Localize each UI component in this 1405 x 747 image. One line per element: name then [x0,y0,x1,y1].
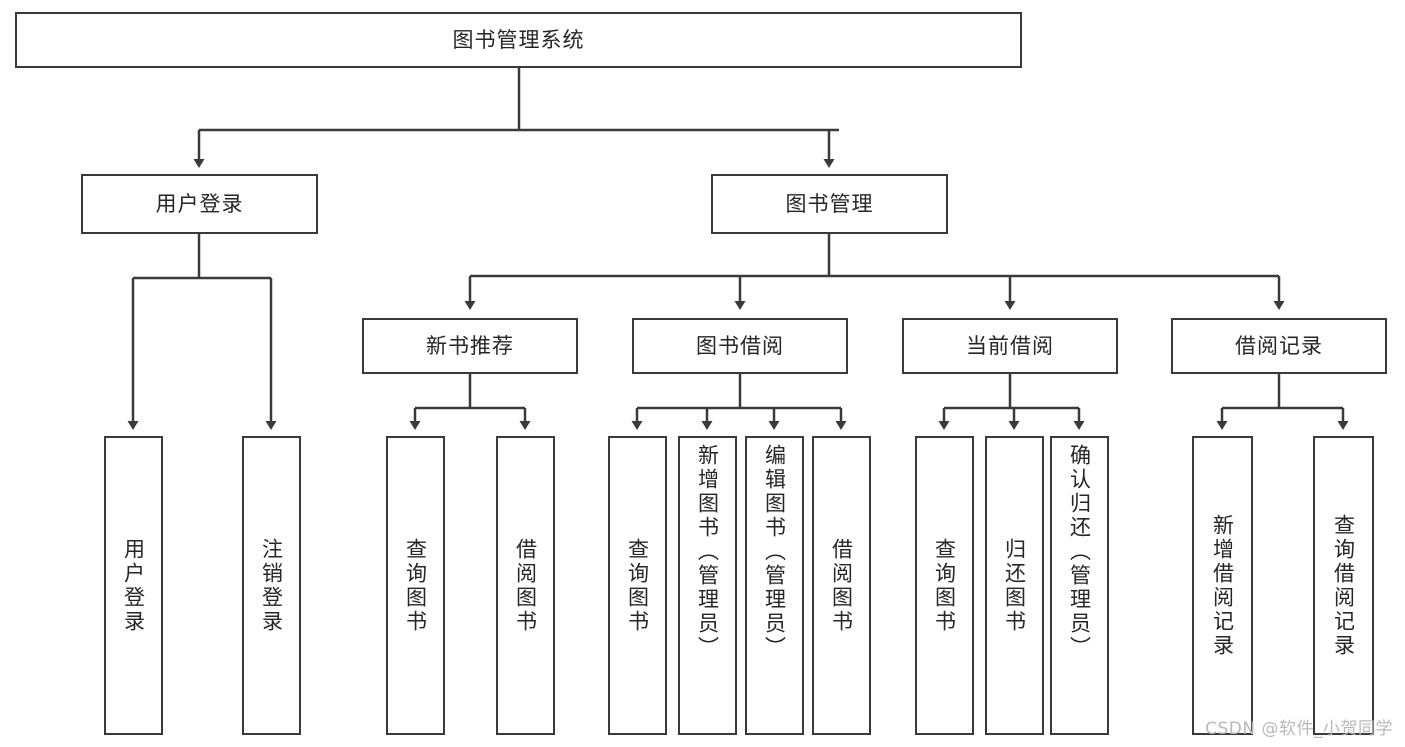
node-book-management[interactable]: 图书管理 [711,174,948,234]
node-label: 查询图书 [625,537,650,634]
node-label: 图书管理系统 [452,27,585,52]
node-label: 编辑图书（管理员） [762,444,787,660]
node-new-book-recommend[interactable]: 新书推荐 [362,318,578,374]
node-label: 用户登录 [121,537,146,634]
node-label: 当前借阅 [966,333,1054,358]
leaf-current-borrow-confirm-return-admin[interactable]: 确认归还（管理员） [1050,436,1109,735]
csdn-watermark: CSDN @软件_小贺同学 [1205,719,1393,739]
leaf-user-login-logout[interactable]: 注销登录 [242,436,301,735]
node-label: 新增借阅记录 [1210,513,1235,658]
node-label: 归还图书 [1002,537,1027,634]
leaf-current-borrow-return-book[interactable]: 归还图书 [985,436,1044,735]
node-borrow-record[interactable]: 借阅记录 [1171,318,1387,374]
leaf-new-book-query-book[interactable]: 查询图书 [386,436,445,735]
node-label: 查询借阅记录 [1331,513,1356,658]
node-label: 查询图书 [932,537,957,634]
node-label: 图书管理 [785,191,874,216]
leaf-book-borrow-query-book[interactable]: 查询图书 [608,436,667,735]
leaf-book-borrow-borrow-book[interactable]: 借阅图书 [812,436,871,735]
node-label: 借阅记录 [1235,333,1323,358]
leaf-new-book-borrow-book[interactable]: 借阅图书 [496,436,555,735]
leaf-borrow-record-query-record[interactable]: 查询借阅记录 [1313,436,1374,735]
node-label: 借阅图书 [829,537,854,634]
node-root-book-management-system[interactable]: 图书管理系统 [15,12,1022,68]
leaf-book-borrow-edit-book-admin[interactable]: 编辑图书（管理员） [745,436,804,735]
leaf-borrow-record-add-record[interactable]: 新增借阅记录 [1192,436,1253,735]
node-label: 借阅图书 [513,537,538,634]
node-current-borrow[interactable]: 当前借阅 [902,318,1118,374]
leaf-book-borrow-add-book-admin[interactable]: 新增图书（管理员） [678,436,737,735]
node-label: 查询图书 [403,537,428,634]
node-label: 注销登录 [259,537,284,634]
node-book-borrow[interactable]: 图书借阅 [632,318,848,374]
node-label: 新增图书（管理员） [695,444,720,660]
node-label: 新书推荐 [426,333,514,358]
node-label: 图书借阅 [696,333,784,358]
node-label: 用户登录 [155,191,244,216]
leaf-user-login-login[interactable]: 用户登录 [104,436,163,735]
leaf-current-borrow-query-book[interactable]: 查询图书 [915,436,974,735]
node-user-login[interactable]: 用户登录 [81,174,318,234]
node-label: 确认归还（管理员） [1067,444,1092,660]
